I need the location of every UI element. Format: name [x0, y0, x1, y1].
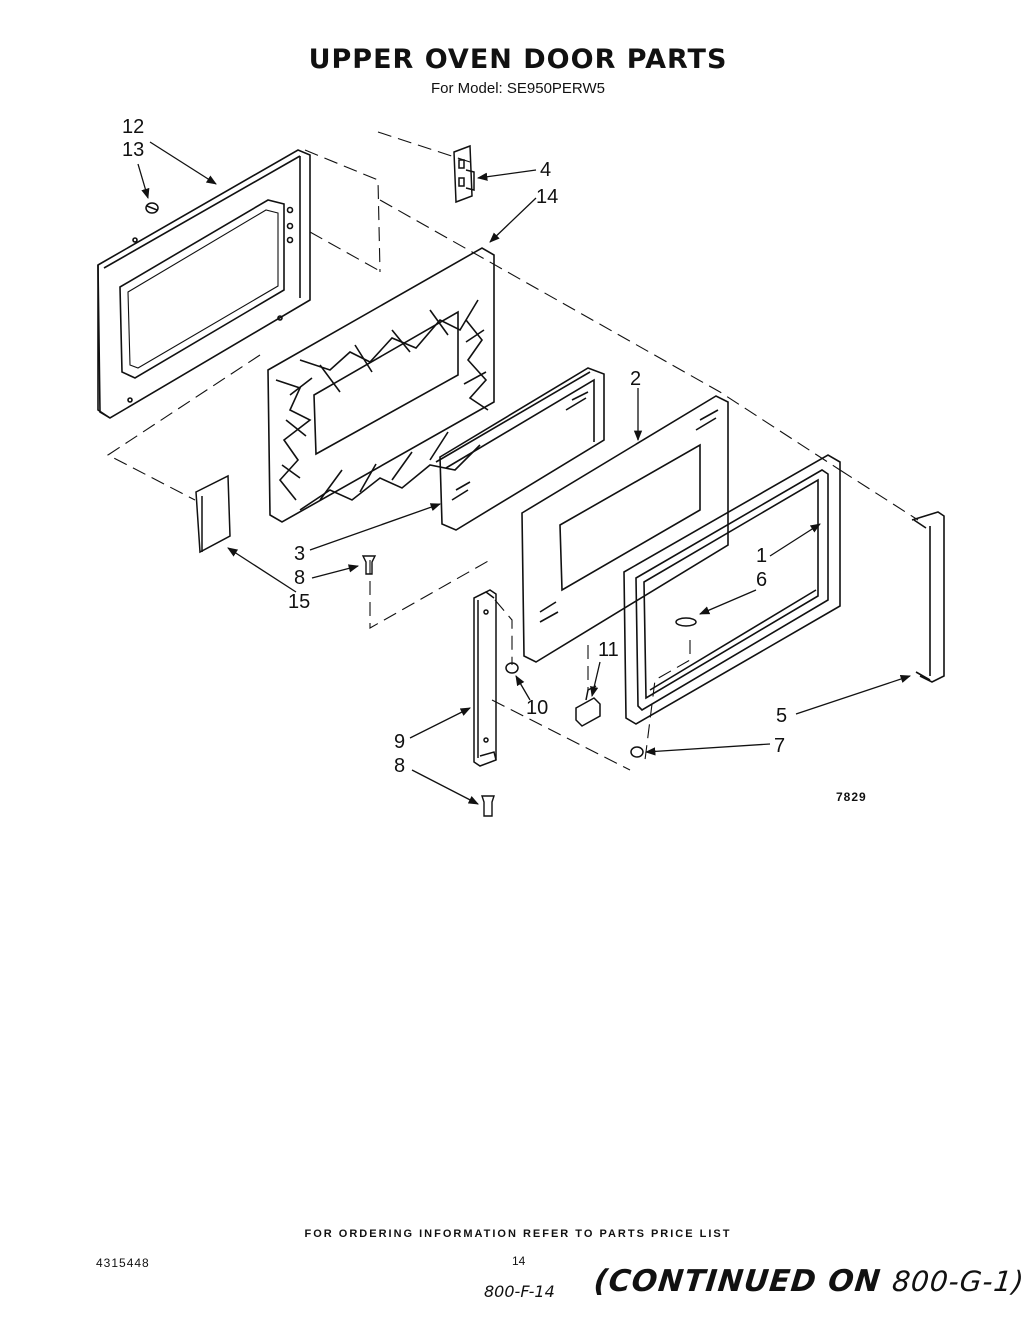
- callout-labels: 12 13 4 14 2 1 6 3 8 15 11 10 5 9 8 7: [122, 116, 787, 777]
- callout-7: 7: [774, 735, 785, 757]
- ordering-info: FOR ORDERING INFORMATION REFER TO PARTS …: [304, 1228, 732, 1240]
- pad-10: [505, 662, 519, 674]
- document-number: 4315448: [96, 1256, 150, 1270]
- continued-reference: 800-G-1): [890, 1265, 1027, 1298]
- callout-11: 11: [598, 639, 619, 661]
- callout-6: 6: [756, 569, 767, 591]
- outer-door-frame-1: [623, 454, 841, 725]
- inner-glass-3: [435, 367, 605, 531]
- callout-2: 2: [630, 368, 641, 390]
- leader-lines: [137, 141, 911, 805]
- hinge-channel-9: [473, 589, 497, 767]
- callout-12: 12: [122, 116, 144, 138]
- bracket-15: [195, 474, 231, 554]
- clip-13-icon: [145, 202, 159, 214]
- model-subtitle: For Model: SE950PERW5: [431, 80, 605, 97]
- callout-10: 10: [526, 697, 548, 719]
- door-stop-6: [675, 617, 697, 627]
- hinge-bracket-4: [453, 144, 475, 204]
- pad-7: [630, 746, 644, 758]
- callout-3: 3: [294, 543, 305, 565]
- alignment-lines: [106, 131, 919, 771]
- callout-8-lower: 8: [394, 755, 405, 777]
- page-title: UPPER OVEN DOOR PARTS: [308, 44, 728, 75]
- callout-13: 13: [122, 139, 144, 161]
- callout-9: 9: [394, 731, 405, 753]
- callout-8-upper: 8: [294, 567, 305, 589]
- screw-8-upper: [361, 555, 377, 575]
- door-handle-5: [911, 511, 945, 683]
- continued-text: (CONTINUED ON: [592, 1264, 883, 1299]
- callout-14: 14: [536, 186, 558, 208]
- door-insulation-frame-14: [267, 247, 495, 523]
- page-number: 14: [512, 1254, 526, 1268]
- continued-note: (CONTINUED ON 800-G-1): [592, 1264, 1026, 1299]
- inner-door-liner: [97, 149, 311, 419]
- callout-1: 1: [756, 545, 767, 567]
- hinge-clip-11: [575, 685, 601, 727]
- callout-4: 4: [540, 159, 551, 181]
- figure-code: 7829: [836, 790, 867, 804]
- screw-8-lower: [481, 795, 495, 817]
- outer-door-glass-2: [521, 395, 729, 663]
- callout-5: 5: [776, 705, 787, 727]
- callout-15: 15: [288, 591, 310, 613]
- handwritten-reference: 800-F-14: [484, 1282, 555, 1301]
